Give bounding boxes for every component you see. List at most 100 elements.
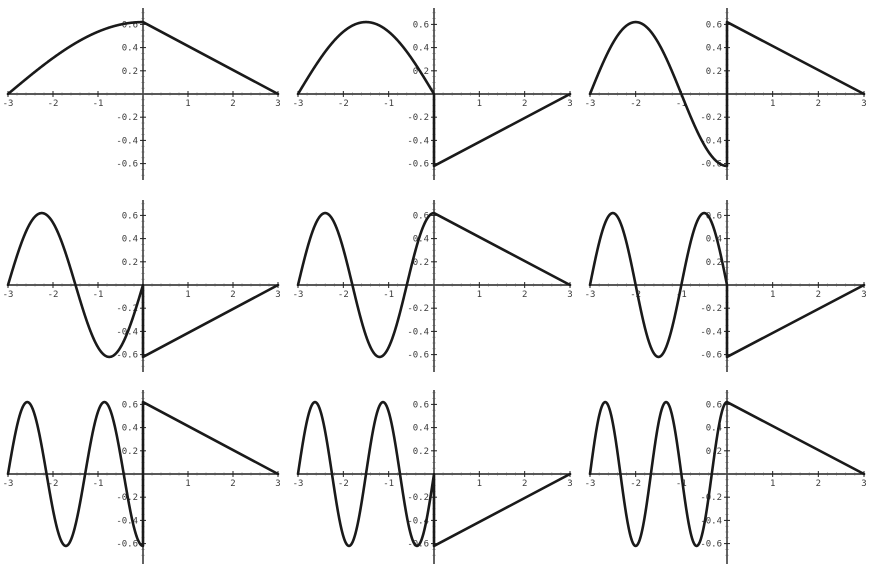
x-tick-label: -1 xyxy=(93,290,104,300)
y-tick-label: 0.4 xyxy=(122,235,138,245)
x-tick-label: -3 xyxy=(293,99,304,109)
y-tick-label: -0.2 xyxy=(700,493,722,503)
series-line xyxy=(6,400,280,548)
x-tick-label: -2 xyxy=(48,99,59,109)
x-tick-label: 3 xyxy=(275,99,280,109)
x-tick-label: -2 xyxy=(630,479,641,489)
x-tick-label: 1 xyxy=(770,290,775,300)
y-tick-label: 0.4 xyxy=(122,44,138,54)
y-tick-label: -0.4 xyxy=(407,327,429,337)
x-tick-label: 1 xyxy=(185,479,190,489)
x-tick-label: 3 xyxy=(567,479,572,489)
y-tick-label: 0.4 xyxy=(413,44,429,54)
y-tick-label: -0.6 xyxy=(700,540,722,550)
x-tick-label: -2 xyxy=(48,290,59,300)
x-tick-label: 2 xyxy=(522,290,527,300)
x-tick-label: 3 xyxy=(861,479,866,489)
x-tick-label: -1 xyxy=(383,479,394,489)
series-line xyxy=(6,20,280,96)
x-tick-label: -3 xyxy=(585,479,596,489)
x-tick-label: 1 xyxy=(477,99,482,109)
x-tick-label: 1 xyxy=(185,99,190,109)
x-tick-label: -3 xyxy=(585,99,596,109)
y-tick-label: 0.4 xyxy=(413,235,429,245)
x-tick-label: 1 xyxy=(185,290,190,300)
x-tick-label: -1 xyxy=(676,99,687,109)
x-tick-label: 3 xyxy=(275,479,280,489)
y-tick-label: -0.6 xyxy=(116,351,138,361)
x-tick-label: -1 xyxy=(93,99,104,109)
x-tick-label: -1 xyxy=(676,290,687,300)
x-tick-label: 1 xyxy=(770,479,775,489)
y-tick-label: 0.4 xyxy=(413,424,429,434)
y-tick-label: 0.2 xyxy=(413,447,429,457)
x-tick-label: -2 xyxy=(630,290,641,300)
x-tick-label: 1 xyxy=(477,290,482,300)
y-tick-label: -0.2 xyxy=(116,304,138,314)
x-tick-label: -3 xyxy=(293,479,304,489)
y-tick-label: 0.4 xyxy=(122,424,138,434)
y-tick-label: 0.6 xyxy=(413,400,429,410)
x-tick-label: -1 xyxy=(383,290,394,300)
y-tick-label: -0.4 xyxy=(407,136,429,146)
series-line xyxy=(6,211,280,359)
y-tick-label: 0.2 xyxy=(706,258,722,268)
y-tick-label: 0.6 xyxy=(122,20,138,30)
x-tick-label: 2 xyxy=(816,479,821,489)
y-tick-label: -0.2 xyxy=(116,113,138,123)
y-tick-label: 0.2 xyxy=(122,67,138,77)
x-tick-label: -2 xyxy=(48,479,59,489)
y-tick-label: 0.2 xyxy=(122,447,138,457)
y-tick-label: -0.2 xyxy=(407,113,429,123)
series-line xyxy=(296,400,572,548)
x-tick-label: 3 xyxy=(567,290,572,300)
x-tick-label: -3 xyxy=(293,290,304,300)
x-tick-label: -3 xyxy=(585,290,596,300)
y-tick-label: -0.4 xyxy=(700,516,722,526)
series-line xyxy=(296,20,572,168)
x-tick-label: 3 xyxy=(275,290,280,300)
y-tick-label: 0.6 xyxy=(122,400,138,410)
y-tick-label: 0.6 xyxy=(706,400,722,410)
x-tick-label: 1 xyxy=(770,99,775,109)
y-tick-label: -0.6 xyxy=(700,351,722,361)
y-tick-label: -0.4 xyxy=(700,136,722,146)
y-tick-label: -0.4 xyxy=(407,516,429,526)
y-tick-label: 0.2 xyxy=(706,67,722,77)
x-tick-label: -1 xyxy=(676,479,687,489)
x-tick-label: -2 xyxy=(630,99,641,109)
x-tick-label: -2 xyxy=(338,290,349,300)
y-tick-label: 0.4 xyxy=(706,424,722,434)
y-tick-label: -0.6 xyxy=(700,160,722,170)
y-tick-label: 0.6 xyxy=(413,20,429,30)
y-tick-label: -0.2 xyxy=(407,304,429,314)
x-tick-label: 2 xyxy=(230,290,235,300)
series-line xyxy=(588,211,866,359)
x-tick-label: 2 xyxy=(522,99,527,109)
y-tick-label: -0.6 xyxy=(116,160,138,170)
y-tick-label: -0.2 xyxy=(700,304,722,314)
x-tick-label: -3 xyxy=(3,479,14,489)
y-tick-label: -0.4 xyxy=(116,136,138,146)
y-tick-label: -0.4 xyxy=(116,516,138,526)
y-tick-label: -0.4 xyxy=(700,327,722,337)
y-tick-label: 0.2 xyxy=(413,258,429,268)
y-tick-label: -0.2 xyxy=(700,113,722,123)
y-tick-label: 0.4 xyxy=(706,235,722,245)
x-tick-label: -2 xyxy=(338,99,349,109)
y-tick-label: -0.6 xyxy=(407,351,429,361)
y-tick-label: -0.6 xyxy=(116,540,138,550)
x-tick-label: -1 xyxy=(93,479,104,489)
y-tick-label: 0.6 xyxy=(122,211,138,221)
y-tick-label: 0.6 xyxy=(706,211,722,221)
x-tick-label: 2 xyxy=(522,479,527,489)
x-tick-label: 2 xyxy=(816,99,821,109)
y-tick-label: 0.4 xyxy=(706,44,722,54)
y-tick-label: -0.2 xyxy=(407,493,429,503)
